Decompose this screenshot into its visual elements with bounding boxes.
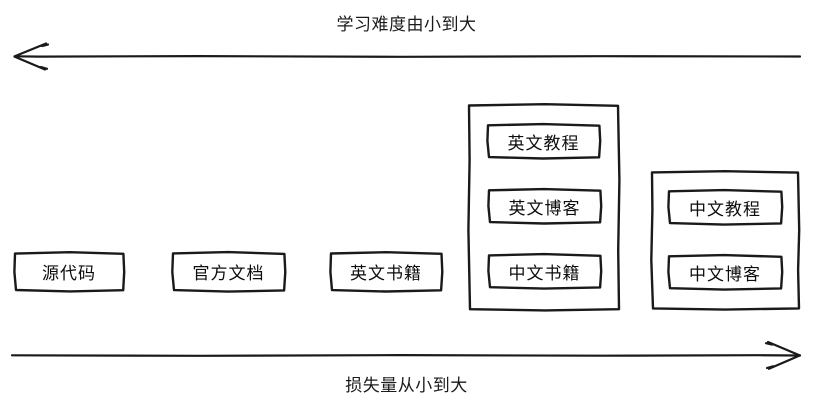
node-box-source-code[interactable] xyxy=(13,251,126,293)
node-box-english-books[interactable] xyxy=(329,251,444,293)
difficulty-axis-label: 学习难度由小到大 xyxy=(336,15,477,34)
node-box-official-docs[interactable] xyxy=(171,250,287,293)
node-box-chinese-books[interactable] xyxy=(487,252,603,290)
english-group-container xyxy=(467,103,621,312)
loss-axis-arrow xyxy=(10,340,802,370)
chinese-group-container xyxy=(650,170,801,311)
node-box-chinese-tutorial[interactable] xyxy=(667,188,784,226)
node-box-english-tutorial[interactable] xyxy=(486,122,602,160)
node-box-chinese-blog[interactable] xyxy=(667,253,784,291)
loss-axis-label: 损失量从小到大 xyxy=(345,376,468,395)
node-box-english-blog[interactable] xyxy=(487,187,603,225)
difficulty-axis-arrow xyxy=(13,42,802,71)
